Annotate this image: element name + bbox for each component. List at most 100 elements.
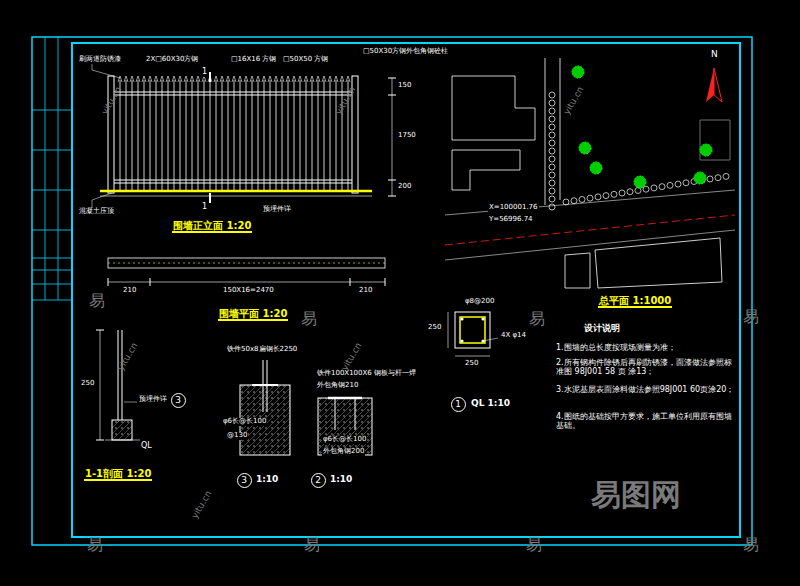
- detail-mark-circle: 2: [311, 473, 326, 488]
- annotation: φ6长@长100: [322, 436, 367, 444]
- watermark: 易: [86, 536, 104, 554]
- annotation: @130: [226, 432, 248, 440]
- fence-bar: [324, 80, 325, 190]
- bar-tip: [196, 76, 200, 82]
- bar-tip: [142, 76, 146, 82]
- detail-mark-circle: 3: [237, 473, 252, 488]
- fence-bar: [336, 80, 337, 190]
- annotation: 1: [201, 203, 208, 212]
- annotation: 250: [464, 360, 479, 368]
- bar-tip: [130, 76, 134, 82]
- annotation: 刷两道防锈漆: [78, 56, 122, 64]
- fence-post-mark: [549, 180, 555, 186]
- bar-tip: [184, 76, 188, 82]
- fence-post-mark: [549, 132, 555, 138]
- watermark: yitu.cn: [562, 84, 587, 117]
- bar-tip: [298, 76, 302, 82]
- annotation: QL: [140, 442, 153, 451]
- bar-tip: [268, 76, 272, 82]
- fence-post-mark: [549, 92, 555, 98]
- fence-post-mark: [549, 108, 555, 114]
- bar-tip: [154, 76, 158, 82]
- fence-post-mark: [611, 191, 617, 197]
- section-1-1: [96, 330, 140, 440]
- ql-section: [448, 312, 498, 356]
- north-arrow: [706, 68, 722, 102]
- fence-post-mark: [549, 116, 555, 122]
- bar-tip: [124, 76, 128, 82]
- bar-tip: [118, 76, 122, 82]
- fence-elevation: [92, 62, 396, 210]
- annotation: 4.图纸的基础按甲方要求，施工单位利用原有围墙基础。: [555, 413, 737, 431]
- fence-post-mark: [549, 148, 555, 154]
- fence-post-mark: [619, 190, 625, 196]
- callout-number: 3: [175, 396, 181, 405]
- fence-bar: [210, 80, 211, 190]
- watermark: 易: [525, 536, 543, 554]
- fence-bar: [156, 80, 157, 190]
- annotation: φ6长@长100: [222, 418, 267, 426]
- fence-post-mark: [579, 196, 585, 202]
- callout-number: 3: [241, 476, 247, 485]
- bar-tip: [334, 76, 338, 82]
- fence-post-mark: [707, 176, 713, 182]
- fence-bar: [330, 80, 331, 190]
- fence-bar: [264, 80, 265, 190]
- detail-3: [240, 360, 290, 455]
- bar-tip: [286, 76, 290, 82]
- title-strip: [32, 37, 72, 300]
- fence-bar: [252, 80, 253, 190]
- fence-post-mark: [549, 172, 555, 178]
- fence-post-mark: [587, 195, 593, 201]
- annotation: 1.围墙的总长度按现场测量为准；: [555, 344, 737, 353]
- bar-tip: [250, 76, 254, 82]
- annotation: 2X□60X30方钢: [145, 56, 199, 64]
- fence-bar: [126, 80, 127, 190]
- tree-symbol: [579, 142, 591, 154]
- bar-tip: [304, 76, 308, 82]
- annotation: 混凝土压顶: [78, 208, 115, 216]
- fence-post-mark: [549, 188, 555, 194]
- bar-tip: [160, 76, 164, 82]
- fence-bar: [234, 80, 235, 190]
- tree-symbol: [590, 162, 602, 174]
- fence-bar: [168, 80, 169, 190]
- fence-post-mark: [549, 156, 555, 162]
- fence-bar: [150, 80, 151, 190]
- watermark: 易: [300, 310, 318, 328]
- bar-tip: [274, 76, 278, 82]
- annotation: QL 1:10: [470, 399, 511, 409]
- annotation: 210: [358, 287, 373, 295]
- annotation: 1:10: [329, 475, 353, 485]
- bar-tip: [322, 76, 326, 82]
- watermark: yitu.cn: [340, 340, 365, 373]
- fence-post-mark: [549, 196, 555, 202]
- watermark: 易: [742, 308, 760, 326]
- fence-plan: [108, 258, 385, 286]
- fence-bar: [258, 80, 259, 190]
- bar-tip: [280, 76, 284, 82]
- annotation: 4X φ14: [500, 332, 527, 340]
- tree-symbol: [700, 144, 712, 156]
- fence-bar: [300, 80, 301, 190]
- detail-mark-circle: 1: [451, 397, 466, 412]
- detail-2: [318, 398, 372, 455]
- annotation: □50X30方钢外包角钢砼柱: [362, 48, 449, 56]
- fence-bar: [294, 80, 295, 190]
- watermark: yitu.cn: [334, 84, 359, 117]
- bar-tip: [238, 76, 242, 82]
- bar-tip: [214, 76, 218, 82]
- watermark: yitu.cn: [100, 84, 125, 117]
- watermark: 易: [88, 292, 106, 310]
- watermark: 易: [303, 536, 321, 554]
- view-title: 围墙平面 1:20: [218, 308, 288, 321]
- bar-tip: [310, 76, 314, 82]
- fence-post-mark: [549, 124, 555, 130]
- fence-bar: [192, 80, 193, 190]
- bar-tip: [166, 76, 170, 82]
- fence-post-mark: [715, 175, 721, 181]
- fence-post-mark: [549, 164, 555, 170]
- annotation: 3.水泥基层表面涂料做法参照98J001 60页涂20；: [555, 386, 737, 395]
- annotation: 外包角钢210: [316, 382, 359, 390]
